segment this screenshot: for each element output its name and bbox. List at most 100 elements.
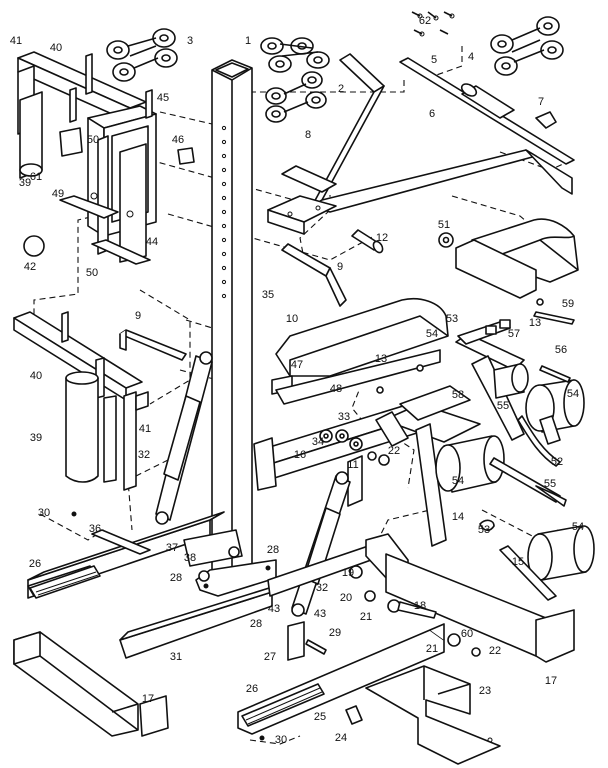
- callout-52: 52: [551, 456, 563, 468]
- upright-post: [195, 59, 277, 597]
- callout-4: 4: [468, 51, 474, 63]
- pulley-assembly-3: [106, 28, 178, 82]
- callout-9: 9: [135, 310, 141, 322]
- callout-35: 35: [262, 289, 274, 301]
- callout-40: 40: [30, 370, 42, 382]
- handle-bar-5-6: [399, 57, 575, 165]
- callout-47: 47: [291, 359, 303, 371]
- callout-53: 53: [446, 313, 458, 325]
- callout-16: 16: [294, 449, 306, 461]
- weight-horn-lower: [13, 311, 149, 491]
- callout-18: 18: [414, 600, 426, 612]
- callout-20: 20: [340, 592, 352, 604]
- callout-30: 30: [38, 507, 50, 519]
- callout-60: 60: [461, 628, 473, 640]
- callout-39: 39: [19, 177, 31, 189]
- callout-26: 26: [29, 558, 41, 570]
- leg-lever-arm: [267, 53, 573, 235]
- callout-6: 6: [429, 108, 435, 120]
- callout-44: 44: [146, 236, 158, 248]
- callout-11: 11: [347, 459, 358, 471]
- bolts: [376, 232, 575, 394]
- callout-10: 10: [286, 313, 298, 325]
- callout-1: 1: [245, 35, 251, 47]
- callout-54: 54: [452, 475, 464, 487]
- lever-9-upper: [281, 243, 347, 307]
- callout-58: 58: [452, 389, 464, 401]
- callout-17: 17: [142, 693, 154, 705]
- callout-8: 8: [305, 129, 311, 141]
- base-frame: [13, 511, 575, 737]
- callout-17: 17: [545, 675, 557, 687]
- callout-54: 54: [567, 388, 579, 400]
- callout-26: 26: [246, 683, 258, 695]
- cable-clips-62: [411, 11, 455, 37]
- callout-28: 28: [170, 572, 182, 584]
- bracket-23: [365, 665, 501, 765]
- callout-55: 55: [544, 478, 556, 490]
- callout-43: 43: [314, 608, 326, 620]
- hardware-33-34: [319, 429, 390, 466]
- callout-51: 51: [438, 219, 450, 231]
- callout-61: 61: [30, 171, 42, 183]
- callout-38: 38: [184, 552, 196, 564]
- callout-50: 50: [87, 134, 99, 146]
- callout-41: 41: [139, 423, 151, 435]
- callout-49: 49: [52, 188, 64, 200]
- callout-29: 29: [329, 627, 341, 639]
- callout-22: 22: [388, 445, 400, 457]
- callout-42: 42: [24, 261, 36, 273]
- callout-45: 45: [157, 92, 169, 104]
- callout-5: 5: [431, 54, 437, 66]
- callout-37: 37: [166, 542, 178, 554]
- callout-14: 14: [452, 511, 464, 523]
- callout-22: 22: [489, 645, 501, 657]
- pulley-assembly-4: [490, 16, 564, 76]
- callout-12: 12: [376, 232, 388, 244]
- callout-36: 36: [89, 523, 101, 535]
- callout-46: 46: [172, 134, 184, 146]
- callout-43: 43: [268, 603, 280, 615]
- callout-23: 23: [479, 685, 491, 697]
- callout-32: 32: [138, 449, 150, 461]
- roller-tube: [489, 415, 567, 507]
- callout-9: 9: [337, 261, 343, 273]
- callout-2: 2: [338, 83, 344, 95]
- seat-pad: [271, 298, 449, 405]
- callout-39: 39: [30, 432, 42, 444]
- callout-28: 28: [250, 618, 262, 630]
- callout-3: 3: [187, 35, 193, 47]
- callout-13: 13: [375, 353, 387, 365]
- callout-15: 15: [512, 556, 524, 568]
- callout-27: 27: [264, 651, 276, 663]
- seat-frame: [253, 401, 481, 547]
- gas-shock-left: [155, 351, 213, 525]
- callout-62: 62: [419, 15, 431, 27]
- callout-32: 32: [316, 582, 328, 594]
- pulley-assembly-1: [260, 37, 330, 73]
- callout-31: 31: [170, 651, 182, 663]
- callout-33: 33: [338, 411, 350, 423]
- callout-13: 13: [529, 317, 541, 329]
- callout-54: 54: [426, 328, 438, 340]
- knob-42: [23, 235, 45, 257]
- callout-55: 55: [497, 400, 509, 412]
- callout-53: 53: [478, 524, 490, 536]
- callout-57: 57: [508, 328, 520, 340]
- hardware-misc: [71, 511, 495, 741]
- callout-24: 24: [335, 732, 347, 744]
- callout-21: 21: [360, 611, 372, 623]
- callout-56: 56: [555, 344, 567, 356]
- callout-41: 41: [10, 35, 22, 47]
- roller-bar-12: [351, 229, 384, 254]
- carriage-44-50: [59, 89, 195, 265]
- callout-7: 7: [538, 96, 544, 108]
- callout-28: 28: [267, 544, 279, 556]
- callout-19: 19: [342, 567, 354, 579]
- callout-54: 54: [572, 521, 584, 533]
- pulley-assembly-2: [265, 71, 327, 123]
- lever-9-lower: [119, 329, 187, 361]
